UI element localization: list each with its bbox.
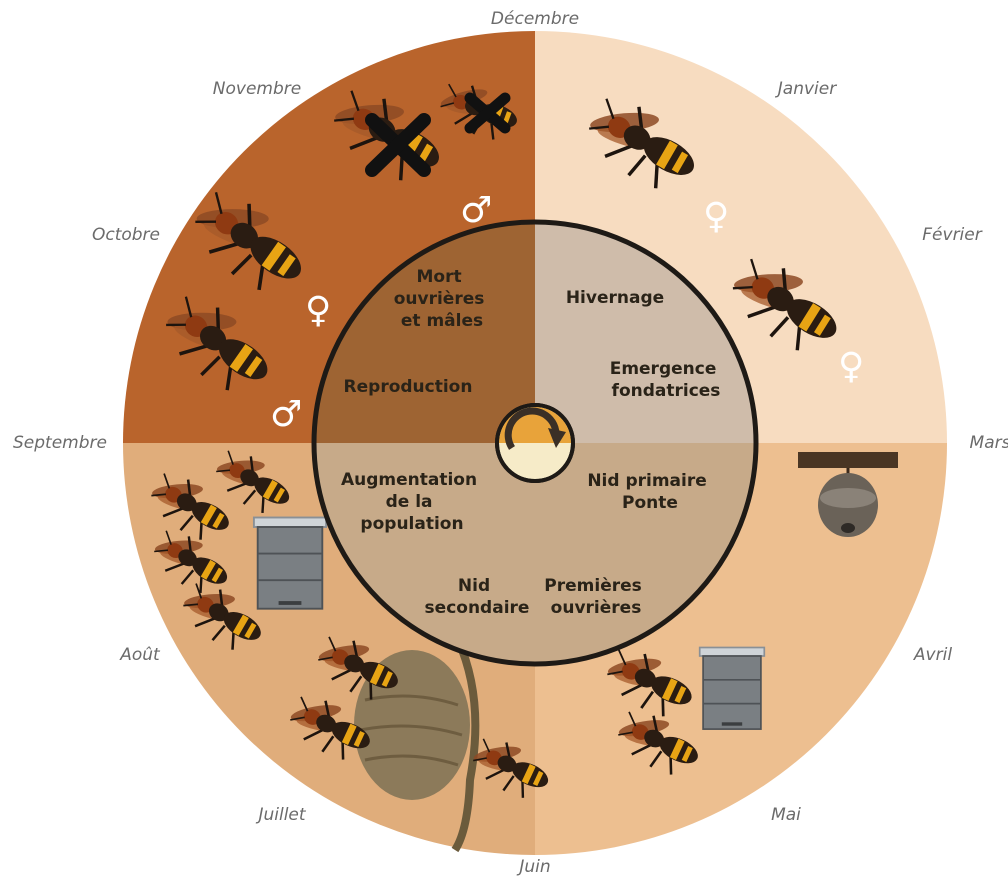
phase-hivernage: Hivernage <box>566 288 664 308</box>
rotation-arrow-icon <box>495 403 575 483</box>
month-novembre: Novembre <box>213 79 301 99</box>
month-aout: Août <box>119 645 161 665</box>
inner-quadrant-top-left <box>314 222 535 443</box>
sex-symbols: ♂ ♀ ♂ ♀ ♀ <box>270 190 864 435</box>
month-mai: Mai <box>771 805 801 825</box>
phase-reproduction: Reproduction <box>344 377 473 397</box>
phase-nid-primaire: Nid primaire Ponte <box>587 471 712 513</box>
phase-premieres-ouvrieres: Premières ouvrières <box>544 576 647 618</box>
phase-augmentation: Augmentation de la population <box>341 470 483 534</box>
month-mars: Mars <box>970 433 1008 453</box>
phase-nid-secondaire: Nid secondaire <box>425 576 530 618</box>
month-labels: Décembre Janvier Février Mars Avril Mai … <box>13 9 1008 877</box>
inner-circle <box>311 219 759 667</box>
inner-quadrant-top-right <box>535 222 756 443</box>
month-janvier: Janvier <box>775 79 837 99</box>
inner-half-bottom <box>314 443 756 664</box>
phase-emergence: Emergence fondatrices <box>610 359 723 401</box>
month-juillet: Juillet <box>255 805 306 825</box>
month-fevrier: Février <box>922 225 982 245</box>
male-symbol-novembre: ♂ <box>460 190 492 231</box>
month-avril: Avril <box>913 645 952 665</box>
month-octobre: Octobre <box>92 225 160 245</box>
illustration-primary-nest <box>798 452 898 537</box>
phase-mort: Mort ouvrières et mâles <box>394 267 491 331</box>
female-symbol-fevrier: ♀ <box>838 346 864 387</box>
female-symbol-octobre: ♀ <box>305 290 331 331</box>
month-juin: Juin <box>516 857 550 877</box>
illustration-novembre-dead-hornets <box>316 71 526 196</box>
inner-ring-border <box>311 219 759 667</box>
female-symbol-janvier: ♀ <box>703 196 729 237</box>
month-septembre: Septembre <box>13 433 107 453</box>
month-decembre: Décembre <box>491 9 579 29</box>
illustration-secondary-nest <box>278 623 559 853</box>
male-symbol-octobre: ♂ <box>270 394 302 435</box>
